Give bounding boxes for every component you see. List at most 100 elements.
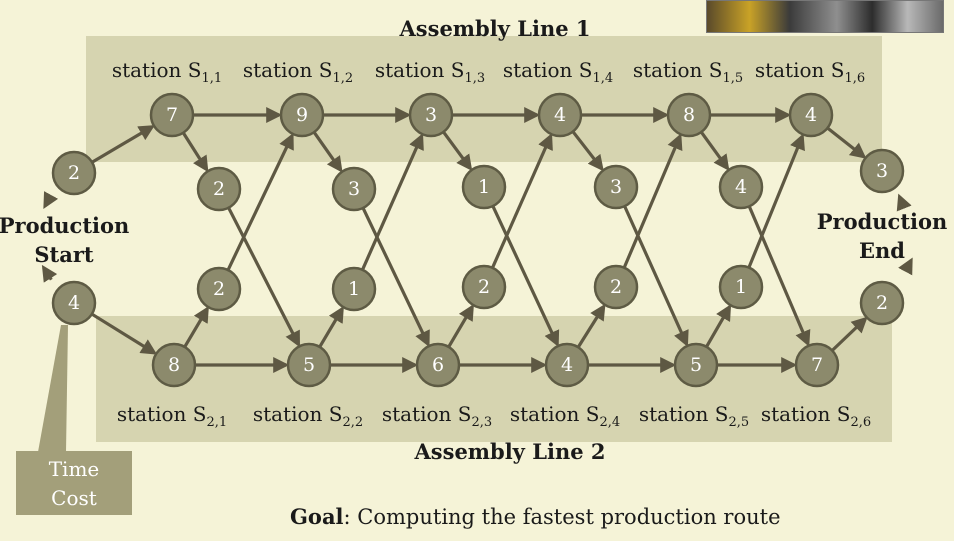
edge-exit2 xyxy=(831,316,868,352)
station-label-s2-3: station S2,3 xyxy=(382,402,492,430)
transfer-1to2-2: 3 xyxy=(331,166,377,212)
factory-photo xyxy=(706,0,944,33)
station-s1-3-circle xyxy=(408,92,454,138)
transfer-1to2-5-value: 4 xyxy=(735,176,747,198)
station-s2-6-value: 7 xyxy=(811,354,823,376)
transfer-1to2-1: 2 xyxy=(196,166,242,212)
transfer-2to1-1: 2 xyxy=(196,266,242,312)
station-s1-2-value: 9 xyxy=(296,104,308,126)
station-s1-5: 8 xyxy=(666,92,712,138)
station-s2-6-circle xyxy=(794,342,840,388)
edge-transfer2-out-1 xyxy=(226,132,294,271)
station-s1-4-value: 4 xyxy=(554,104,566,126)
line2-band xyxy=(96,316,892,442)
line2-exit-node: 2 xyxy=(859,280,905,326)
goal-description: : Computing the fastest production route xyxy=(343,505,781,529)
station-s1-6: 4 xyxy=(788,92,834,138)
line2-entry-node-circle xyxy=(51,280,97,326)
edge-transfer2-in-1 xyxy=(183,306,209,348)
edge-transfer2-out-2 xyxy=(361,133,424,271)
transfer-1to2-1-circle xyxy=(196,166,242,212)
production-start-label-1: Production xyxy=(0,213,129,238)
line2-exit-node-value: 2 xyxy=(876,292,888,314)
transfer-2to1-2-value: 1 xyxy=(348,278,360,300)
line2-entry-node: 4 xyxy=(51,280,97,326)
station-s2-1-value: 8 xyxy=(168,354,180,376)
edge-transfer1-in-5 xyxy=(699,131,730,171)
edge-transfer1-in-3 xyxy=(442,130,473,172)
line2-entry-node-value: 4 xyxy=(68,292,80,314)
station-s2-4: 4 xyxy=(544,342,590,388)
transfer-2to1-4-value: 2 xyxy=(610,276,622,298)
station-label-s2-4: station S2,4 xyxy=(510,402,620,430)
transfer-1to2-3: 1 xyxy=(461,164,507,210)
line1-exit-node-value: 3 xyxy=(876,160,888,182)
transfer-1to2-5-circle xyxy=(718,164,764,210)
line1-title: Assembly Line 1 xyxy=(399,16,591,41)
transfer-2to1-3: 2 xyxy=(461,264,507,310)
station-s1-5-circle xyxy=(666,92,712,138)
transfer-2to1-4-circle xyxy=(593,264,639,310)
edge-transfer1-in-1 xyxy=(181,131,209,173)
edge-transfer1-out-3 xyxy=(491,205,560,348)
station-label-s1-5: station S1,5 xyxy=(633,58,743,86)
edge-transfer1-out-5 xyxy=(747,205,811,347)
edge-end-in1 xyxy=(896,193,912,212)
production-end-label-2: End xyxy=(859,238,905,263)
station-s2-5-value: 5 xyxy=(690,354,702,376)
station-s1-6-value: 4 xyxy=(805,104,817,126)
station-label-s2-1: station S2,1 xyxy=(117,402,227,430)
edge-transfer1-out-4 xyxy=(623,205,689,347)
transfer-2to1-5: 1 xyxy=(718,264,764,310)
station-label-s1-3: station S1,3 xyxy=(375,58,485,86)
transfer-1to2-3-circle xyxy=(461,164,507,210)
edge-exit1 xyxy=(826,126,867,159)
station-s2-5-circle xyxy=(673,342,719,388)
transfer-2to1-2: 1 xyxy=(331,266,377,312)
line1-band xyxy=(86,36,882,162)
transfer-2to1-1-circle xyxy=(196,266,242,312)
station-s2-2-value: 5 xyxy=(303,354,315,376)
station-s2-3: 6 xyxy=(415,342,461,388)
station-s2-4-circle xyxy=(544,342,590,388)
edge-transfer2-out-4 xyxy=(622,133,683,269)
station-s1-1: 7 xyxy=(149,92,195,138)
transfer-2to1-3-circle xyxy=(461,264,507,310)
station-s1-1-circle xyxy=(149,92,195,138)
transfer-2to1-3-value: 2 xyxy=(478,276,490,298)
station-s1-4-circle xyxy=(537,92,583,138)
goal-text: Goal: Computing the fastest production r… xyxy=(290,504,781,529)
station-s2-2-circle xyxy=(286,342,332,388)
station-s1-2-circle xyxy=(279,92,325,138)
edge-transfer2-in-5 xyxy=(705,304,732,348)
transfer-1to2-5: 4 xyxy=(718,164,764,210)
station-s2-3-value: 6 xyxy=(432,354,444,376)
edge-entry1 xyxy=(91,125,155,164)
station-s2-3-circle xyxy=(415,342,461,388)
edge-start-down xyxy=(41,264,58,283)
edge-transfer2-in-2 xyxy=(318,306,344,348)
transfer-2to1-2-circle xyxy=(331,266,377,312)
goal-label: Goal xyxy=(290,504,344,529)
station-label-s2-5: station S2,5 xyxy=(639,402,749,430)
station-s1-3-value: 3 xyxy=(425,104,437,126)
line2-title: Assembly Line 2 xyxy=(414,439,606,464)
legend-cost: Cost xyxy=(51,486,97,510)
line1-exit-node-circle xyxy=(859,148,905,194)
station-s2-1: 8 xyxy=(151,342,197,388)
transfer-1to2-4-value: 3 xyxy=(610,176,622,198)
edge-start-up xyxy=(43,191,59,209)
edge-transfer2-out-5 xyxy=(747,133,805,269)
station-s2-4-value: 4 xyxy=(561,354,573,376)
transfer-1to2-2-circle xyxy=(331,166,377,212)
edge-transfer2-out-3 xyxy=(491,133,553,269)
station-label-s2-6: station S2,6 xyxy=(761,402,871,430)
transfer-1to2-2-value: 3 xyxy=(348,178,360,200)
line1-entry-node-value: 2 xyxy=(68,162,80,184)
line1-exit-node: 3 xyxy=(859,148,905,194)
station-s2-5: 5 xyxy=(673,342,719,388)
transfer-1to2-4: 3 xyxy=(593,164,639,210)
edge-transfer1-out-2 xyxy=(361,207,430,348)
edge-transfer1-out-1 xyxy=(227,206,300,348)
edge-end-in2 xyxy=(898,257,913,276)
